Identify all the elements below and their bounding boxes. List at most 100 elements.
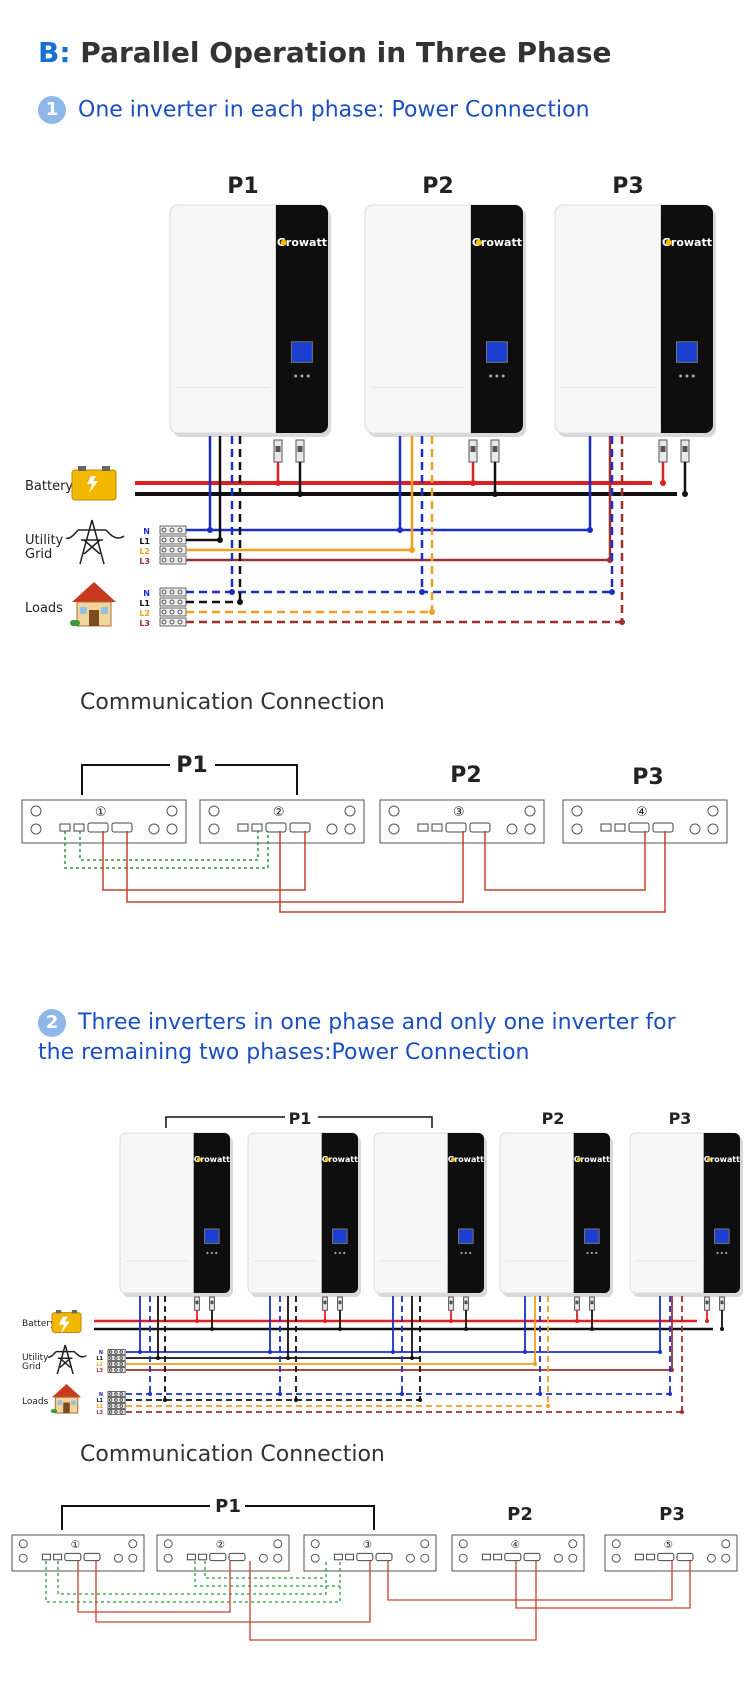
breaker-switch	[449, 1300, 453, 1305]
line-label: N	[99, 1350, 103, 1356]
title-text: Parallel Operation in Three Phase	[80, 36, 612, 69]
db9-port-icon	[83, 1552, 101, 1562]
power-line	[65, 529, 125, 540]
terminal-block-icon	[107, 1396, 126, 1404]
junction-dot	[297, 491, 303, 497]
wire	[77, 1561, 231, 1613]
unit-number: ③	[363, 1539, 372, 1551]
house-door	[89, 610, 99, 626]
junction-dot	[546, 1404, 550, 1408]
pylon-frame	[55, 1344, 75, 1375]
junction-dot	[449, 1319, 453, 1323]
junction-dot	[533, 1362, 537, 1366]
junction-dot	[575, 1319, 579, 1323]
db9-port-icon	[445, 822, 467, 833]
wire	[102, 831, 306, 891]
mount-hole-icon	[458, 1553, 468, 1563]
mount-hole-icon	[310, 1539, 320, 1549]
unit-number: ⑤	[664, 1539, 673, 1551]
house-roof	[52, 1384, 82, 1398]
breaker-switch	[464, 1300, 468, 1305]
logo-mark	[576, 1157, 582, 1162]
junction-dot	[148, 1392, 152, 1396]
wire	[165, 1116, 285, 1128]
mount-hole-icon	[568, 1539, 578, 1549]
junction-dot	[429, 609, 435, 615]
breaker-switch	[590, 1300, 594, 1305]
inverter: Growatt	[499, 1132, 613, 1297]
line-label: L2	[139, 609, 150, 618]
title-prefix: B:	[38, 36, 71, 69]
junction-dot	[278, 1392, 282, 1396]
db9-port-icon	[676, 1552, 694, 1562]
battery-label: Battery	[25, 479, 73, 494]
logo-mark	[280, 239, 287, 246]
mount-hole-icon	[18, 1553, 28, 1563]
terminal-block-icon	[107, 1408, 126, 1416]
terminal-screw	[161, 537, 167, 543]
inverter-front-panel	[321, 1133, 359, 1293]
rj45-port-icon	[614, 823, 626, 832]
junction-dot	[210, 1327, 214, 1331]
phase-label: P1	[176, 753, 207, 778]
wire	[79, 831, 259, 861]
terminal-screw	[161, 619, 167, 625]
terminal-block-icon	[107, 1354, 126, 1362]
junction-dot	[492, 491, 498, 497]
bush	[50, 1409, 58, 1414]
junction-dot	[156, 1356, 160, 1360]
mount-hole-icon	[113, 1553, 123, 1563]
inverter: Growatt	[119, 1132, 233, 1297]
junction-dot	[609, 589, 615, 595]
mount-hole-icon	[128, 1553, 138, 1563]
junction-dot	[397, 527, 403, 533]
mount-hole-icon	[208, 823, 220, 835]
mount-hole-icon	[571, 823, 583, 835]
line-label: L1	[139, 537, 150, 546]
mount-hole-icon	[166, 805, 178, 817]
mount-hole-icon	[326, 823, 338, 835]
utility-grid-label: Grid	[22, 1362, 41, 1372]
terminal-screw	[114, 1392, 118, 1396]
wire	[387, 1561, 673, 1601]
button-icon	[300, 374, 304, 378]
mount-hole-icon	[524, 823, 536, 835]
mount-hole-icon	[344, 823, 356, 835]
breaker-switch	[705, 1300, 709, 1305]
mount-hole-icon	[611, 1553, 621, 1563]
terminal-screw	[177, 599, 183, 605]
lcd-screen-icon	[458, 1228, 474, 1244]
brand-logo: Growatt	[662, 236, 712, 249]
button-icon	[590, 1251, 593, 1255]
db9-port-icon	[228, 1552, 246, 1562]
mount-hole-icon	[420, 1553, 430, 1563]
inverter-front-panel	[447, 1133, 485, 1293]
mount-hole-icon	[721, 1539, 731, 1549]
db9-port-icon	[628, 822, 650, 833]
terminal-screw	[114, 1362, 118, 1366]
phase-label: P2	[507, 1504, 533, 1525]
battery-terminal	[78, 466, 86, 471]
terminal-screw	[161, 547, 167, 553]
terminal-screw	[177, 527, 183, 533]
terminal-screw	[177, 537, 183, 543]
logo-mark	[706, 1157, 712, 1162]
terminal-screw	[108, 1398, 113, 1402]
brand-logo: Growatt	[472, 236, 522, 249]
brand-logo: Growatt	[322, 1155, 358, 1164]
mount-hole-icon	[208, 805, 220, 817]
button-icon	[595, 1251, 598, 1255]
junction-dot	[464, 1327, 468, 1331]
wire	[318, 1116, 433, 1128]
phase-label: P1	[215, 1496, 241, 1517]
wire	[279, 831, 666, 913]
phase-label: P3	[612, 174, 643, 199]
junction-dot	[470, 480, 476, 486]
inverter-front-panel	[275, 205, 328, 433]
junction-dot	[670, 1368, 674, 1372]
terminal-screw	[169, 557, 175, 563]
comm-title-2: Communication Connection	[80, 1442, 385, 1467]
